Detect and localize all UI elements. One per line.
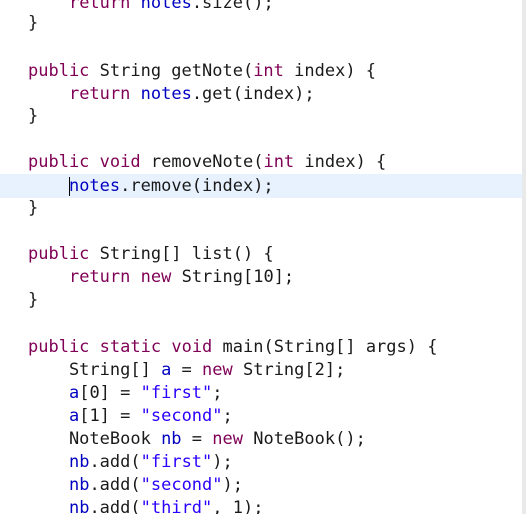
- code-token: index) {: [283, 61, 377, 81]
- code-line[interactable]: public static void main(String[] args) {: [28, 336, 437, 359]
- field-token: notes: [140, 0, 192, 13]
- code-line[interactable]: NoteBook nb = new NoteBook();: [28, 428, 366, 451]
- keyword-token: return: [68, 267, 131, 287]
- code-token: String[]: [28, 360, 162, 380]
- code-token: [130, 267, 140, 287]
- string-token: "second": [140, 475, 223, 495]
- keyword-token: static: [99, 337, 162, 357]
- variable-token: nb: [68, 452, 90, 472]
- code-token: ;: [222, 406, 233, 426]
- code-token: String[] list() {: [89, 244, 274, 264]
- code-token: [28, 383, 69, 403]
- code-token: }: [28, 13, 39, 33]
- code-token: [89, 152, 99, 172]
- code-line-current[interactable]: notes.remove(index);: [28, 175, 274, 198]
- code-token: );: [212, 452, 233, 472]
- code-line[interactable]: }: [28, 12, 38, 35]
- code-token: main(String[] args) {: [212, 337, 438, 357]
- code-line[interactable]: return notes.size();: [28, 0, 274, 15]
- keyword-token: public: [28, 337, 90, 357]
- string-token: "first": [140, 383, 213, 403]
- code-token: [28, 498, 69, 514]
- variable-token: nb: [68, 498, 90, 514]
- code-token: .add(: [89, 475, 141, 495]
- code-token: .get(index);: [191, 84, 315, 104]
- code-line[interactable]: String[] a = new String[2];: [28, 359, 345, 382]
- code-token: String getNote(: [89, 61, 254, 81]
- code-token: [28, 176, 69, 196]
- code-token: [130, 84, 140, 104]
- code-token: [28, 406, 69, 426]
- code-line[interactable]: nb.add("third", 1);: [28, 497, 264, 514]
- code-token: [28, 84, 69, 104]
- keyword-token: public: [28, 152, 90, 172]
- variable-token: a: [68, 406, 80, 426]
- variable-token: a: [68, 383, 80, 403]
- code-line[interactable]: public String getNote(int index) {: [28, 60, 376, 83]
- field-token: notes: [68, 176, 121, 196]
- keyword-token: public: [28, 244, 90, 264]
- code-token: String[10];: [171, 267, 295, 287]
- code-token: .add(: [89, 452, 141, 472]
- code-line[interactable]: a[1] = "second";: [28, 405, 233, 428]
- code-token: =: [181, 429, 213, 449]
- code-line[interactable]: return notes.get(index);: [28, 83, 315, 106]
- keyword-token: int: [253, 61, 284, 81]
- code-line[interactable]: }: [28, 289, 38, 312]
- keyword-token: new: [202, 360, 233, 380]
- keyword-token: return: [68, 84, 131, 104]
- code-token: [1] =: [79, 406, 141, 426]
- keyword-token: public: [28, 61, 90, 81]
- variable-token: nb: [161, 429, 182, 449]
- code-line[interactable]: }: [28, 197, 38, 220]
- keyword-token: void: [171, 337, 213, 357]
- code-token: );: [222, 475, 243, 495]
- code-token: NoteBook: [28, 429, 162, 449]
- variable-token: a: [161, 360, 172, 380]
- code-line[interactable]: public void removeNote(int index) {: [28, 151, 386, 174]
- code-token: index) {: [294, 152, 387, 172]
- code-token: ;: [212, 383, 223, 403]
- variable-token: nb: [68, 475, 90, 495]
- code-token: }: [28, 198, 39, 218]
- text-caret: [68, 176, 70, 196]
- string-token: "third": [140, 498, 213, 514]
- keyword-token: new: [140, 267, 172, 287]
- code-token: [0] =: [79, 383, 141, 403]
- code-token: [28, 452, 69, 472]
- field-token: notes: [140, 84, 192, 104]
- code-line[interactable]: nb.add("second");: [28, 474, 243, 497]
- code-token: .size();: [191, 0, 274, 13]
- code-token: }: [28, 290, 39, 310]
- code-token: .add(: [89, 498, 141, 514]
- keyword-token: int: [263, 152, 295, 172]
- code-token: .remove(index);: [120, 176, 274, 196]
- editor-scroll-gutter[interactable]: [522, 0, 526, 514]
- code-line[interactable]: public String[] list() {: [28, 243, 274, 266]
- code-line[interactable]: a[0] = "first";: [28, 382, 223, 405]
- keyword-token: new: [212, 429, 243, 449]
- code-line[interactable]: return new String[10];: [28, 266, 294, 289]
- keyword-token: void: [99, 152, 141, 172]
- string-token: "first": [140, 452, 213, 472]
- string-token: "second": [140, 406, 223, 426]
- code-token: [161, 337, 171, 357]
- keyword-token: return: [68, 0, 131, 13]
- code-token: [28, 267, 69, 287]
- code-line[interactable]: nb.add("first");: [28, 451, 233, 474]
- code-token: , 1);: [212, 498, 264, 514]
- code-token: removeNote(: [140, 152, 264, 172]
- code-token: }: [28, 106, 39, 126]
- code-token: String[2];: [232, 360, 346, 380]
- code-token: [130, 0, 140, 13]
- code-token: [89, 337, 99, 357]
- current-line-highlight: [0, 174, 522, 198]
- code-token: NoteBook();: [242, 429, 366, 449]
- code-line[interactable]: }: [28, 105, 38, 128]
- code-token: =: [171, 360, 203, 380]
- code-token: [28, 475, 69, 495]
